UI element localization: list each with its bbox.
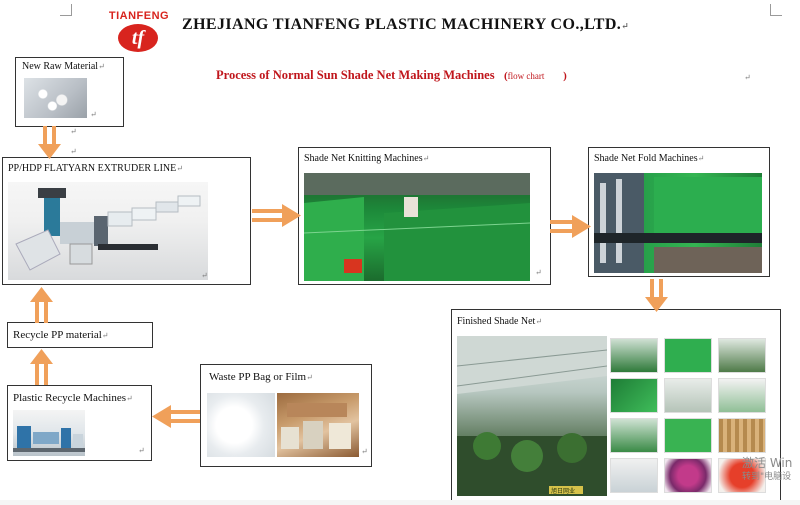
diagram-title-text: Process of Normal Sun Shade Net Making M… [216,68,495,82]
node-fold-label: Shade Net Fold Machines↵ [594,153,705,164]
waste-bags-photo [277,393,359,457]
node-recycle-material-label: Recycle PP material↵ [13,329,109,341]
product-tile [664,378,712,413]
knitting-machines-photo [304,173,530,281]
node-raw-material: New Raw Material↵ ↵ [15,57,124,127]
company-name: ZHEJIANG TIANFENG PLASTIC MACHINERY CO.,… [182,16,629,34]
product-tile [664,458,712,493]
product-tile [718,418,766,453]
photo-caption: 旭日网业 [551,488,576,495]
paragraph-mark: ↵ [90,110,97,119]
activation-watermark: 激活 Win 转到"电脑设 [742,456,792,484]
paragraph-mark: ↵ [361,447,368,456]
logo-emblem: tf [118,24,158,52]
node-plastic-recycle-machines: Plastic Recycle Machines↵ ↵ [7,385,152,461]
logo-wordmark: TIANFENG [108,10,170,22]
arrow-down-raw-to-extruder [38,126,61,159]
greenhouse-graphic [457,336,607,496]
paragraph-mark: ↵ [535,268,542,277]
node-waste-label: Waste PP Bag or Film↵ [209,371,313,383]
company-name-text: ZHEJIANG TIANFENG PLASTIC MACHINERY CO.,… [182,16,622,33]
product-tile [718,378,766,413]
node-recycle-machines-label: Plastic Recycle Machines↵ [13,392,133,404]
waste-bags-graphic [281,403,351,449]
arrow-left-waste-to-recycle-machines [152,405,200,428]
paragraph-mark: ↵ [201,271,208,280]
product-tile [610,458,658,493]
node-knitting-machines: Shade Net Knitting Machines↵ ↵ [298,147,551,285]
extruder-machine-graphic [15,188,201,271]
paragraph-mark: ↵ [621,21,630,31]
node-fold-machines: Shade Net Fold Machines↵ [588,147,770,277]
product-tile [718,338,766,373]
node-waste-pp-bag: Waste PP Bag or Film↵ ↵ [200,364,372,467]
node-knitting-label: Shade Net Knitting Machines↵ [304,153,430,164]
product-tile [664,338,712,373]
arrow-up-recycle-machines-to-material [30,349,53,385]
waste-film-photo [207,393,275,457]
paragraph-mark: ↵ [70,127,77,136]
page-corner-mark-left [60,4,72,16]
node-recycle-pp-material: Recycle PP material↵ [7,322,153,348]
recycle-machine-photo [13,410,85,456]
product-tile [610,338,658,373]
product-tile [718,458,766,493]
recycle-machine-graphic [13,426,85,452]
tianfeng-logo: TIANFENG tf [104,10,174,52]
watermark-line-2: 转到"电脑设 [742,472,792,482]
extruder-line-photo [8,182,208,280]
knitting-hall-graphic [304,173,530,281]
node-extruder-line: PP/HDP FLATYARN EXTRUDER LINE↵ ↵ [2,157,251,285]
paragraph-mark: ↵ [70,147,77,156]
product-tile [610,418,658,453]
product-tile [664,418,712,453]
raw-pellets-photo [24,78,87,118]
fold-machines-photo [594,173,762,273]
diagram-title: Process of Normal Sun Shade Net Making M… [216,68,567,82]
product-tile [610,378,658,413]
node-finished-label: Finished Shade Net↵ [457,316,543,327]
paragraph-mark: ↵ [138,446,145,455]
arrow-down-fold-to-finished [645,279,668,312]
greenhouse-photo: 旭日网业 [457,336,607,496]
arrow-right-knitting-to-fold [550,215,591,238]
paragraph-mark: ↵ [744,73,751,82]
product-collage [610,338,776,500]
arrow-up-recycle-material-to-extruder [30,287,53,323]
node-finished-shade-net: Finished Shade Net↵ 旭日网业 [451,309,781,505]
diagram-title-note: flow chart [507,71,545,81]
page-corner-mark-right [770,4,782,16]
node-raw-material-label: New Raw Material↵ [22,61,105,72]
fold-machine-graphic [594,173,762,273]
arrow-right-extruder-to-knitting [252,204,301,227]
watermark-line-1: 激活 Win [742,456,793,470]
node-extruder-label: PP/HDP FLATYARN EXTRUDER LINE↵ [8,163,183,174]
page-bottom-strip [0,500,800,505]
